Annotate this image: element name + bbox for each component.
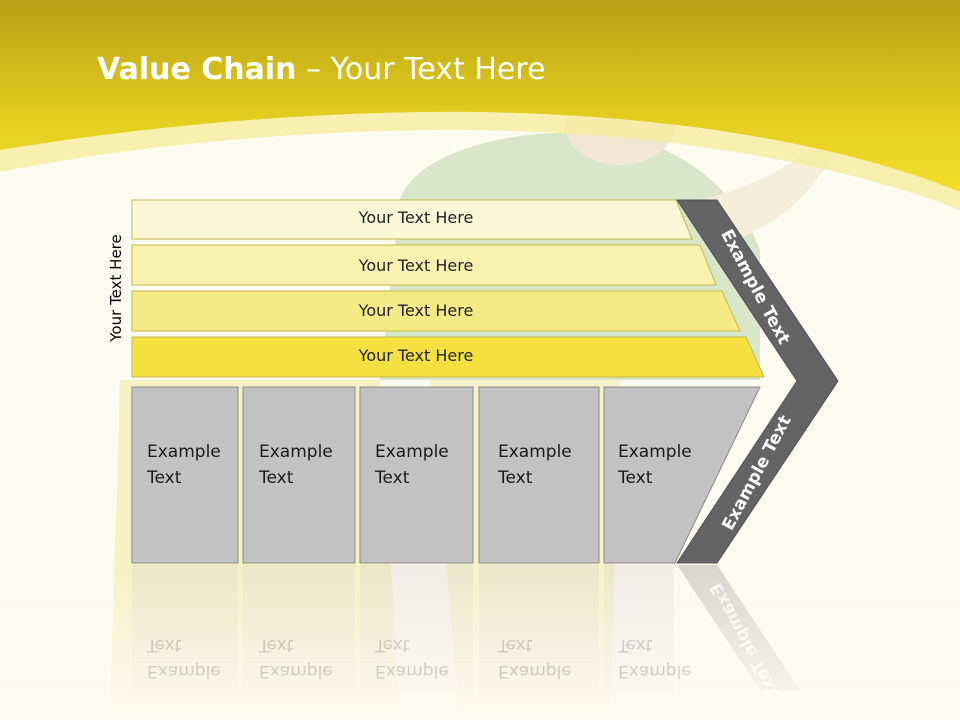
box-reflection-3: Example Text: [375, 635, 449, 681]
box-2: [242, 386, 356, 564]
header-swoosh: [0, 111, 960, 210]
bar-3: [131, 290, 741, 332]
bar-2: [131, 244, 717, 286]
box-4: [478, 386, 600, 564]
box-1: [131, 386, 239, 564]
box-reflection-5: Example Text: [618, 635, 692, 681]
bar-label-2: Your Text Here: [358, 256, 474, 275]
box-reflection-1: Example Text: [147, 635, 221, 681]
bar-label-4: Your Text Here: [358, 346, 474, 365]
box-label-5: Example Text: [618, 442, 692, 488]
box-group: [131, 386, 761, 564]
page-title: Value Chain – Your Text Here: [97, 52, 546, 87]
bar-4: [131, 336, 765, 378]
bar-label-1: Your Text Here: [358, 208, 474, 227]
title-bold: Value Chain: [97, 52, 297, 87]
box-reflection-2: Example Text: [259, 635, 333, 681]
bar-group: [131, 199, 765, 378]
side-label: Your Text Here: [107, 234, 125, 342]
box-label-1: Example Text: [147, 442, 221, 488]
box-label-3: Example Text: [375, 442, 449, 488]
box-label-2: Example Text: [259, 442, 333, 488]
bar-1: [131, 199, 693, 240]
box-reflection-4: Example Text: [498, 635, 572, 681]
bar-label-3: Your Text Here: [358, 301, 474, 320]
box-3: [359, 386, 474, 564]
header-band: [0, 0, 960, 192]
title-rest: – Your Text Here: [296, 52, 546, 87]
box-label-4: Example Text: [498, 442, 572, 488]
